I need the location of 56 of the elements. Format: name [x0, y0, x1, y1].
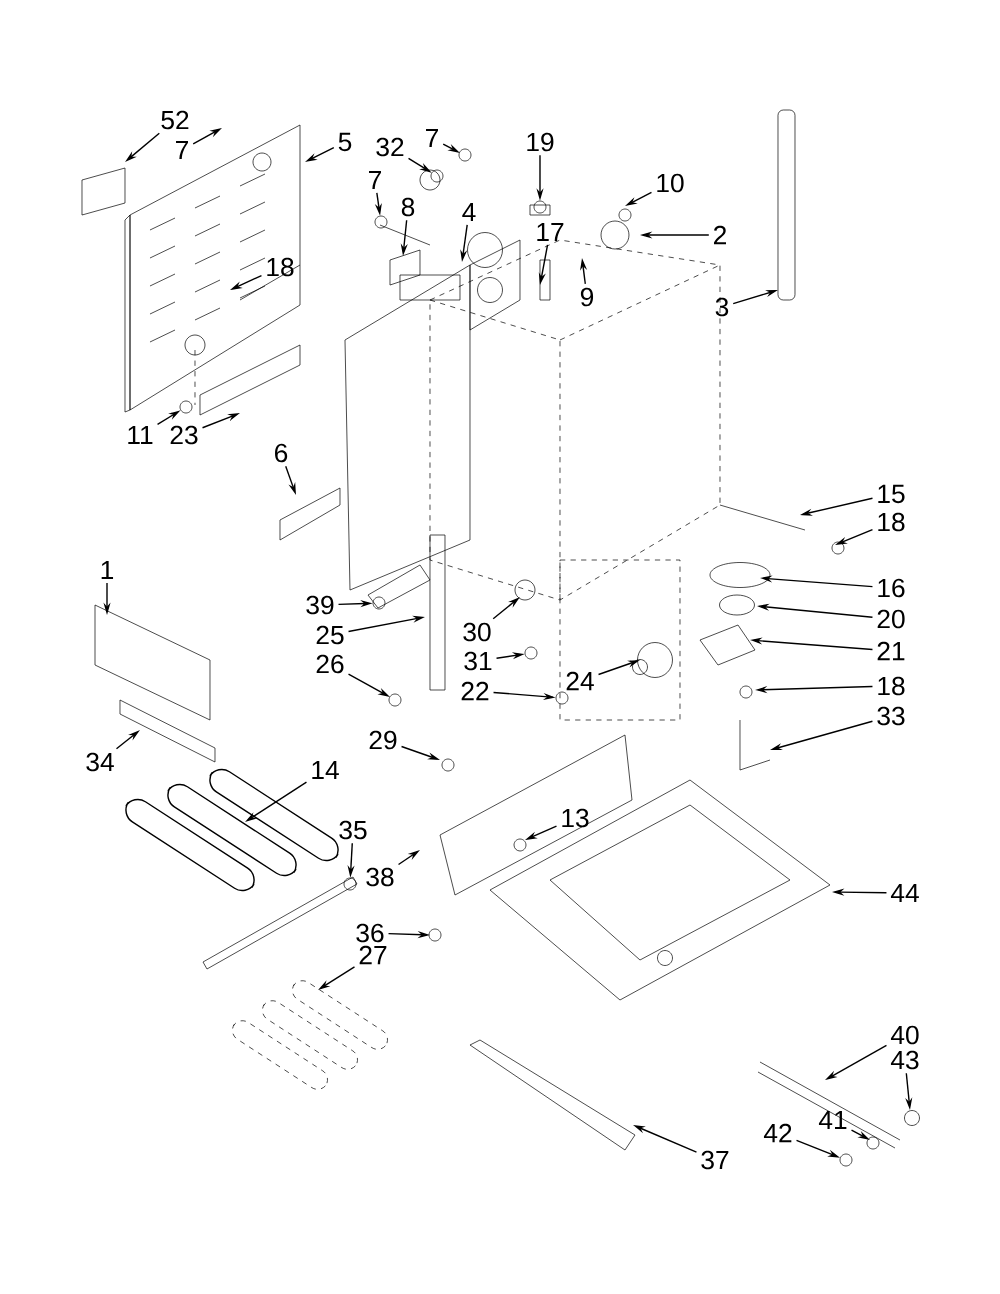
- callout-number: 27: [359, 945, 387, 965]
- callout-number: 18: [267, 257, 294, 277]
- callout-number: 10: [657, 173, 684, 193]
- callout-number: 15: [878, 484, 905, 504]
- small-part: [533, 200, 547, 214]
- callout-number: 19: [527, 132, 554, 152]
- callout-number: 18: [878, 512, 905, 532]
- callout-number: 5: [338, 132, 352, 152]
- small-part: [343, 877, 357, 891]
- callout-number: 22: [461, 681, 489, 701]
- callout-number: 35: [339, 820, 367, 840]
- small-part: [179, 400, 193, 414]
- small-part: [839, 1153, 853, 1167]
- callout-number: 52: [161, 110, 189, 130]
- callout-number: 39: [306, 595, 334, 615]
- callout-number: 13: [562, 808, 589, 828]
- callout-number: 7: [369, 170, 381, 190]
- callout-number: 21: [877, 641, 905, 661]
- small-part: [524, 646, 538, 660]
- callout-number: 32: [376, 137, 404, 157]
- callout-number: 20: [877, 609, 905, 629]
- callout-number: 3: [715, 297, 729, 317]
- callout-number: 2: [714, 225, 726, 245]
- callout-number: 8: [401, 197, 415, 217]
- callout-number: 4: [462, 202, 476, 222]
- callout-number: 16: [878, 578, 905, 598]
- small-part: [372, 596, 386, 610]
- callout-number: 14: [312, 760, 339, 780]
- callout-number: 33: [877, 706, 905, 726]
- callout-number: 7: [426, 128, 438, 148]
- small-part: [430, 169, 444, 183]
- callout-number: 30: [463, 622, 491, 642]
- callout-number: 11: [128, 425, 153, 445]
- callout-number: 37: [701, 1150, 729, 1170]
- callout-number: 41: [818, 1110, 847, 1130]
- callout-number: 34: [86, 752, 114, 772]
- callout-number: 24: [566, 671, 594, 691]
- callout-number: 44: [890, 883, 919, 903]
- callout-number: 43: [890, 1050, 919, 1070]
- callout-number: 36: [356, 923, 384, 943]
- callout-number: 17: [537, 222, 564, 242]
- callout-number: 26: [316, 654, 344, 674]
- callout-number: 31: [464, 651, 492, 671]
- callout-number: 23: [170, 425, 198, 445]
- small-part: [374, 215, 388, 229]
- callout-number: 42: [763, 1123, 792, 1143]
- callout-number: 38: [366, 867, 394, 887]
- callout-number: 29: [369, 730, 397, 750]
- callout-number: 40: [890, 1025, 919, 1045]
- callout-number: 7: [176, 140, 188, 160]
- callout-number: 9: [580, 287, 594, 307]
- callout-number: 1: [101, 560, 114, 580]
- callout-number: 6: [275, 443, 288, 463]
- small-part: [555, 691, 569, 705]
- callout-number: 25: [316, 625, 344, 645]
- callout-number: 18: [878, 676, 905, 696]
